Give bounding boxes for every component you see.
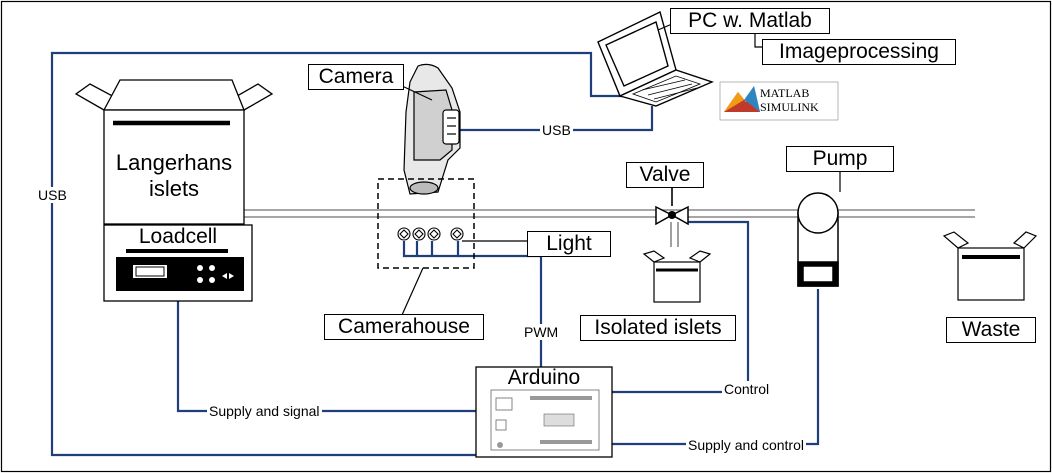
camera-pointer — [399, 84, 433, 101]
waste-label: Waste — [946, 317, 1036, 343]
matlab-logo-line1: MATLAB — [760, 86, 810, 100]
imageprocessing-bracket — [754, 28, 763, 48]
wire-supply-signal — [176, 301, 477, 413]
pump-icon — [797, 172, 841, 287]
valve-icon — [655, 205, 689, 226]
control-label: Control — [722, 381, 772, 397]
isolated-islets-container — [642, 250, 712, 303]
loadcell-device — [103, 224, 253, 302]
camera-icon — [403, 63, 461, 195]
usb-camera-label: USB — [540, 122, 573, 138]
light-leds — [397, 227, 464, 241]
camerahouse-pointer — [401, 267, 424, 316]
langerhans-container — [74, 79, 274, 225]
laptop-icon — [597, 11, 714, 107]
isolated-islets-label: Isolated islets — [580, 315, 736, 341]
camerahouse-box — [377, 178, 475, 269]
led-icon — [397, 227, 411, 241]
matlab-logo-icon — [719, 81, 839, 121]
matlab-logo-line2: SIMULINK — [760, 100, 819, 114]
supply-signal-label: Supply and signal — [207, 403, 322, 419]
pwm-label: PWM — [522, 324, 561, 340]
camerahouse-label: Camerahouse — [324, 314, 484, 340]
loadcell-label: Loadcell — [138, 225, 218, 248]
waste-container — [942, 231, 1038, 301]
arduino-label: Arduino — [507, 366, 581, 389]
wire-control — [612, 220, 750, 394]
langerhans-label-line2: islets — [148, 176, 200, 201]
usb-left-label: USB — [36, 187, 69, 203]
wire-usb-left — [50, 51, 622, 457]
light-label: Light — [527, 231, 611, 257]
valve-label: Valve — [626, 162, 704, 188]
led-icon — [412, 227, 426, 241]
wire-usb-camera — [447, 106, 654, 132]
tube — [232, 209, 975, 218]
valve-drop — [670, 222, 679, 247]
led-icon — [450, 227, 464, 241]
pc-label: PC w. Matlab — [670, 8, 830, 34]
supply-control-label: Supply and control — [686, 437, 806, 453]
pc-pointer — [657, 23, 673, 31]
imageprocessing-label: Imageprocessing — [762, 39, 956, 65]
camera-label: Camera — [308, 64, 404, 90]
arduino-board-icon — [475, 366, 613, 458]
wires — [50, 51, 820, 457]
wire-supply-control — [612, 289, 820, 446]
pump-label: Pump — [786, 146, 894, 172]
led-icon — [427, 227, 441, 241]
langerhans-label: Langerhans islets — [104, 150, 244, 202]
langerhans-label-line1: Langerhans — [115, 150, 233, 175]
matlab-logo-text: MATLAB SIMULINK — [760, 86, 838, 114]
